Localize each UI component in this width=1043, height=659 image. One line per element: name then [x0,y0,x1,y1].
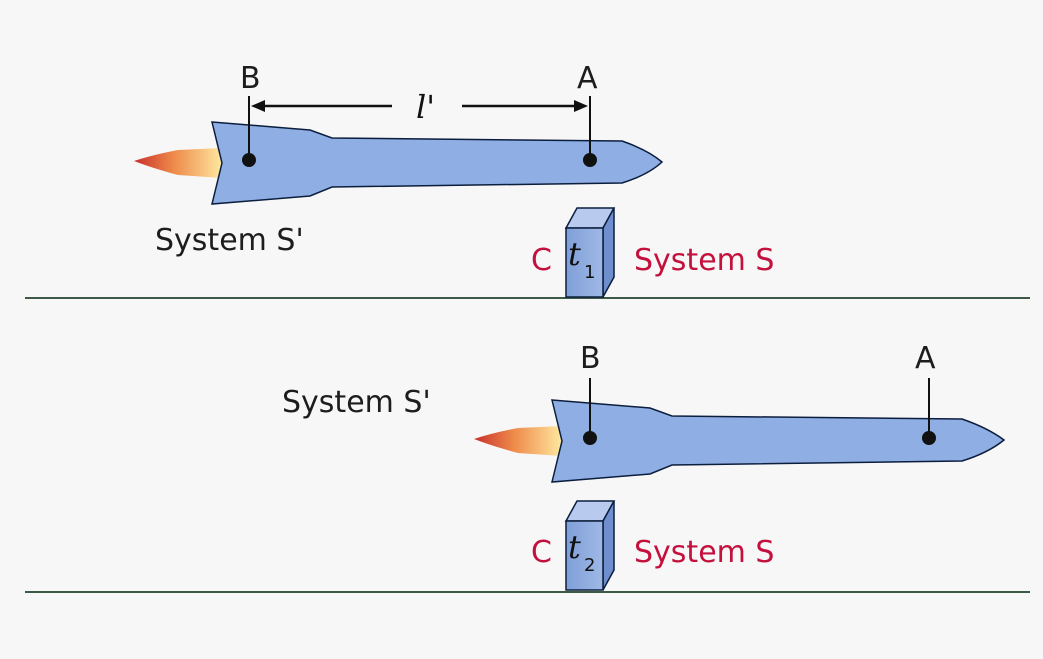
clock-box-bottom [564,500,616,591]
top-panel: l' B A System S' t 1 C System S [25,61,1030,299]
rocket-body-top [211,121,664,205]
exhaust-flame-bottom [474,426,562,456]
marker-a-dot-top [583,153,597,167]
clock-label-bottom: C [531,535,552,570]
length-label: l' [416,88,435,126]
rest-system-label-top: System S [634,243,774,278]
bottom-panel: B A System S' t 2 C System S [25,341,1030,593]
moving-system-label-top: System S' [155,223,304,258]
clock-box-top [564,207,616,298]
rest-system-label-bottom: System S [634,535,774,570]
point-a-label-bottom: A [915,341,936,376]
point-b-label-top: B [240,61,261,96]
point-b-label-bottom: B [580,341,601,376]
length-arrow [251,100,588,112]
marker-b-dot-top [242,153,256,167]
marker-a-dot-bottom [922,431,936,445]
marker-b-dot-bottom [583,431,597,445]
clock-time-index-bottom: 2 [584,555,595,576]
rocket-body-bottom [551,399,1006,483]
rocket-bottom [474,399,1006,483]
clock-time-index-top: 1 [584,262,595,283]
clock-time-symbol-bottom: t [568,528,581,566]
clock-time-symbol-top: t [568,235,581,273]
clock-label-top: C [531,243,552,278]
point-a-label-top: A [577,61,598,96]
rocket-top [134,121,664,205]
moving-system-label-bottom: System S' [282,385,431,420]
exhaust-flame-top [134,148,222,178]
